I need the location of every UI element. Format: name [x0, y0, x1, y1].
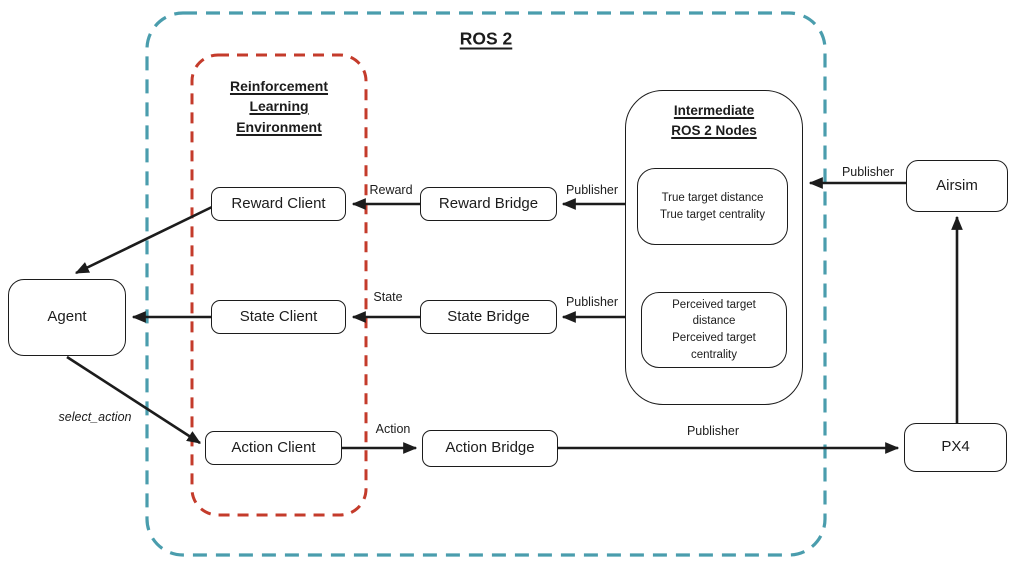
reward-client-node: Reward Client	[211, 187, 346, 221]
true-target-node: True target distance True target central…	[637, 168, 788, 245]
agent-label: Agent	[47, 308, 87, 326]
action-client-node: Action Client	[205, 431, 342, 465]
intermediate-heading: Intermediate ROS 2 Nodes	[625, 101, 803, 140]
reward-bridge-label: Reward Bridge	[438, 194, 539, 212]
action-edge-label: Action	[375, 422, 411, 436]
arrow-reward-client-to-agent	[74, 205, 213, 275]
intermediate-heading-line: Intermediate	[673, 103, 755, 118]
publisher-reward-edge-label: Publisher	[565, 183, 619, 197]
rl-env-heading-line: Reinforcement	[229, 78, 329, 94]
state-client-node: State Client	[211, 300, 346, 334]
agent-node: Agent	[8, 279, 126, 356]
rl-env-boundary	[190, 53, 368, 517]
intermediate-heading-line: ROS 2 Nodes	[671, 122, 757, 138]
true-target-line: True target distance	[661, 191, 764, 204]
state-edge-label: State	[373, 290, 403, 304]
state-bridge-label: State Bridge	[447, 307, 530, 325]
true-target-line: True target centrality	[659, 208, 766, 221]
airsim-label: Airsim	[936, 176, 978, 194]
airsim-node: Airsim	[906, 160, 1008, 212]
reward-client-label: Reward Client	[231, 194, 326, 212]
rl-env-heading-line: Learning	[249, 98, 309, 115]
select-action-edge-label: select_action	[58, 410, 132, 424]
state-bridge-node: State Bridge	[420, 300, 557, 334]
perceived-target-node: Perceived target distance Perceived targ…	[641, 292, 787, 368]
publisher-action-edge-label: Publisher	[686, 424, 740, 438]
ros2-title: ROS 2	[459, 28, 513, 49]
action-bridge-label: Action Bridge	[445, 439, 535, 457]
reward-bridge-node: Reward Bridge	[420, 187, 557, 221]
px4-label: PX4	[941, 438, 970, 456]
perceived-target-line: Perceived target distance	[672, 298, 756, 328]
publisher-airsim-edge-label: Publisher	[841, 165, 895, 179]
state-client-label: State Client	[239, 307, 318, 325]
reward-edge-label: Reward	[369, 183, 413, 197]
publisher-state-edge-label: Publisher	[565, 295, 619, 309]
px4-node: PX4	[904, 423, 1007, 472]
action-bridge-node: Action Bridge	[422, 430, 558, 467]
perceived-target-line: Perceived target centrality	[672, 332, 756, 361]
rl-env-heading-line: Environment	[236, 118, 322, 135]
rl-env-heading: Reinforcement Learning Environment	[192, 76, 366, 137]
arrow-agent-to-action-client	[66, 355, 201, 445]
ros2-boundary	[145, 11, 827, 557]
action-client-label: Action Client	[231, 438, 316, 456]
